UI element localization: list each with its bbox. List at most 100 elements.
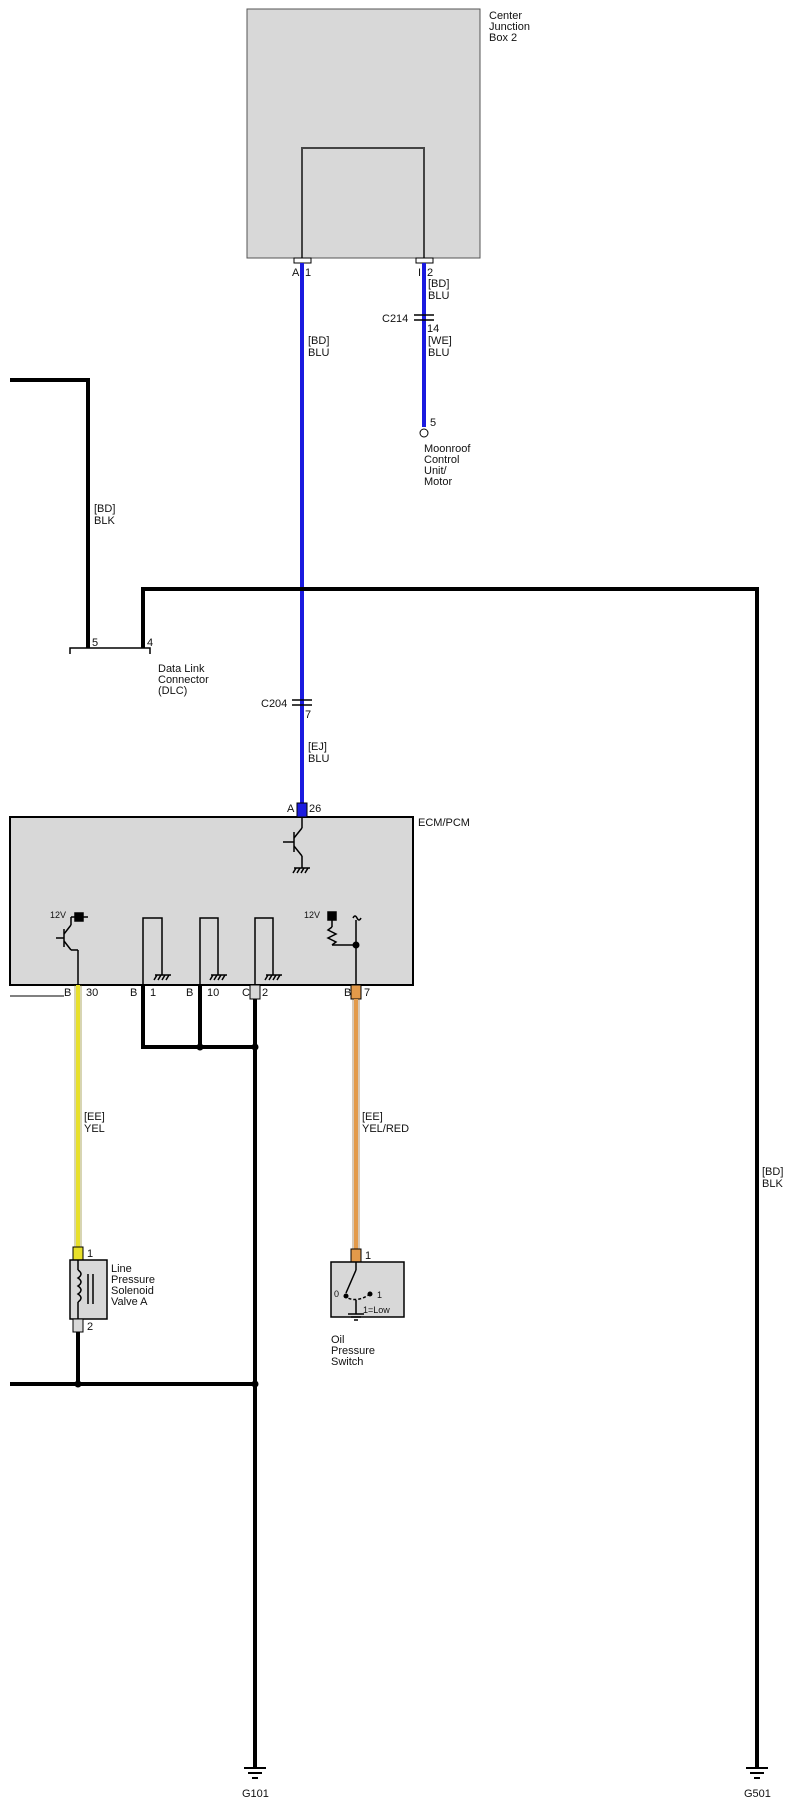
- w8-code: [BD]: [762, 1166, 783, 1178]
- g501-ground-wire: [141, 587, 759, 1768]
- cjb-terminal-i2: [415, 257, 434, 264]
- w1-color: BLU: [308, 347, 329, 359]
- ecm-ground-bus: [141, 985, 255, 1049]
- v12-label-1: 12V: [50, 910, 66, 920]
- moonroof-label-1: Moonroof: [424, 443, 471, 455]
- b7-junction-dot: [352, 941, 360, 949]
- ops-label-3: Switch: [331, 1356, 363, 1368]
- w4-color: BLK: [94, 515, 115, 527]
- b7-pullup-icon: [326, 911, 362, 985]
- dlc-pin-4: 4: [147, 637, 153, 649]
- w8-color: BLK: [762, 1178, 783, 1190]
- cjb-internal-bus: [301, 147, 425, 262]
- ecm-pin-a: A: [287, 803, 295, 815]
- ops-pin-1: 1: [365, 1250, 371, 1262]
- w7-code: [EE]: [362, 1111, 383, 1123]
- moonroof-label-3: Unit/: [424, 465, 448, 477]
- ecm-pcm-box: [9, 816, 414, 986]
- ops-label-2: Pressure: [331, 1345, 375, 1357]
- cjb-label-2: Junction: [489, 21, 530, 33]
- ecm-pin-b7-num: 7: [364, 987, 370, 999]
- c214-pin: 14: [427, 323, 439, 335]
- moonroof-label-2: Control: [424, 454, 459, 466]
- v12-label-2: 12V: [304, 910, 320, 920]
- dlc-feed-wire: [10, 378, 90, 648]
- internal-grounds: [142, 917, 282, 985]
- transistor-icon: [283, 817, 310, 874]
- center-junction-box: [246, 8, 481, 259]
- junction-dot-2: [251, 1043, 259, 1051]
- cjb-label-1: Center: [489, 10, 522, 22]
- cjb-label-3: Box 2: [489, 32, 517, 44]
- oil-pressure-switch: [330, 1261, 405, 1318]
- g101-label: G101: [242, 1788, 269, 1800]
- c214-label: C214: [382, 313, 408, 325]
- lps-pin-2: 2: [87, 1321, 93, 1333]
- lps-terminal-2: [72, 1318, 84, 1333]
- cjb-pin-i: I: [418, 267, 421, 279]
- cjb-pin-a-num: 1: [305, 267, 311, 279]
- moonroof-terminal-icon: [419, 428, 429, 438]
- g501-label: G501: [744, 1788, 771, 1800]
- junction-dot-1: [196, 1043, 204, 1051]
- cjb-pin-a: A: [292, 267, 300, 279]
- ops-label-1: Oil: [331, 1334, 344, 1346]
- dlc-connector-bracket: [69, 647, 151, 654]
- ecm-pin-a-num: 26: [309, 803, 321, 815]
- ecm-label: ECM/PCM: [418, 817, 470, 829]
- w2-color: BLU: [428, 290, 449, 302]
- ecm-terminal-b7: [350, 984, 362, 1000]
- lps-label-4: Valve A: [111, 1296, 148, 1308]
- ops-low-legend: 1=Low: [363, 1305, 390, 1315]
- ops-terminal-1: [350, 1248, 362, 1263]
- b30-driver-icon: [56, 912, 88, 985]
- w3-code: [WE]: [428, 335, 452, 347]
- lps-label-1: Line: [111, 1263, 132, 1275]
- w4-code: [BD]: [94, 503, 115, 515]
- c204-pin: 7: [305, 709, 311, 721]
- lps-label-2: Pressure: [111, 1274, 155, 1286]
- w7-color: YEL/RED: [362, 1123, 409, 1135]
- dlc-label-2: Connector: [158, 674, 209, 686]
- lps-label-3: Solenoid: [111, 1285, 154, 1297]
- g501-ground-icon: [746, 1767, 768, 1779]
- ecm-pin-c2-num: 2: [262, 987, 268, 999]
- switch-contact-0: [343, 1293, 349, 1299]
- w5-code: [EJ]: [308, 741, 327, 753]
- w6-code: [EE]: [84, 1111, 105, 1123]
- ecm-pin-b30: B: [64, 987, 71, 999]
- c204-label: C204: [261, 698, 287, 710]
- w2-code: [BD]: [428, 278, 449, 290]
- ecm-pin-b1: B: [130, 987, 137, 999]
- w5-color: BLU: [308, 753, 329, 765]
- g101-ground-icon: [244, 1767, 266, 1779]
- w1-code: [BD]: [308, 335, 329, 347]
- ecm-pin-b10-num: 10: [207, 987, 219, 999]
- ecm-pin-b10: B: [186, 987, 193, 999]
- ops-pos-0: 0: [334, 1289, 339, 1299]
- switch-contact-1: [367, 1291, 373, 1297]
- ecm-terminal-c2: [249, 984, 261, 1000]
- dlc-pin-5: 5: [92, 637, 98, 649]
- w3-color: BLU: [428, 347, 449, 359]
- ecm-pin-b1-num: 1: [150, 987, 156, 999]
- dlc-label-3: (DLC): [158, 685, 187, 697]
- moonroof-pin: 5: [430, 417, 436, 429]
- w6-color: YEL: [84, 1123, 105, 1135]
- junction-dot-3: [74, 1380, 82, 1388]
- lps-terminal-1: [72, 1246, 84, 1261]
- cjb-terminal-a1: [293, 257, 312, 264]
- ecm-pin-c2: C: [242, 987, 250, 999]
- dlc-label-1: Data Link: [158, 663, 205, 675]
- solenoid-coil-icon: [76, 1260, 94, 1319]
- ecm-terminal-a26: [296, 802, 308, 818]
- cjb-pin-i-num: 2: [427, 267, 433, 279]
- ecm-pin-b30-num: 30: [86, 987, 98, 999]
- junction-dot-4: [251, 1380, 259, 1388]
- ops-pos-1: 1: [377, 1290, 382, 1300]
- moonroof-label-4: Motor: [424, 476, 452, 488]
- ecm-pin-b7: B: [344, 987, 351, 999]
- lps-pin-1: 1: [87, 1248, 93, 1260]
